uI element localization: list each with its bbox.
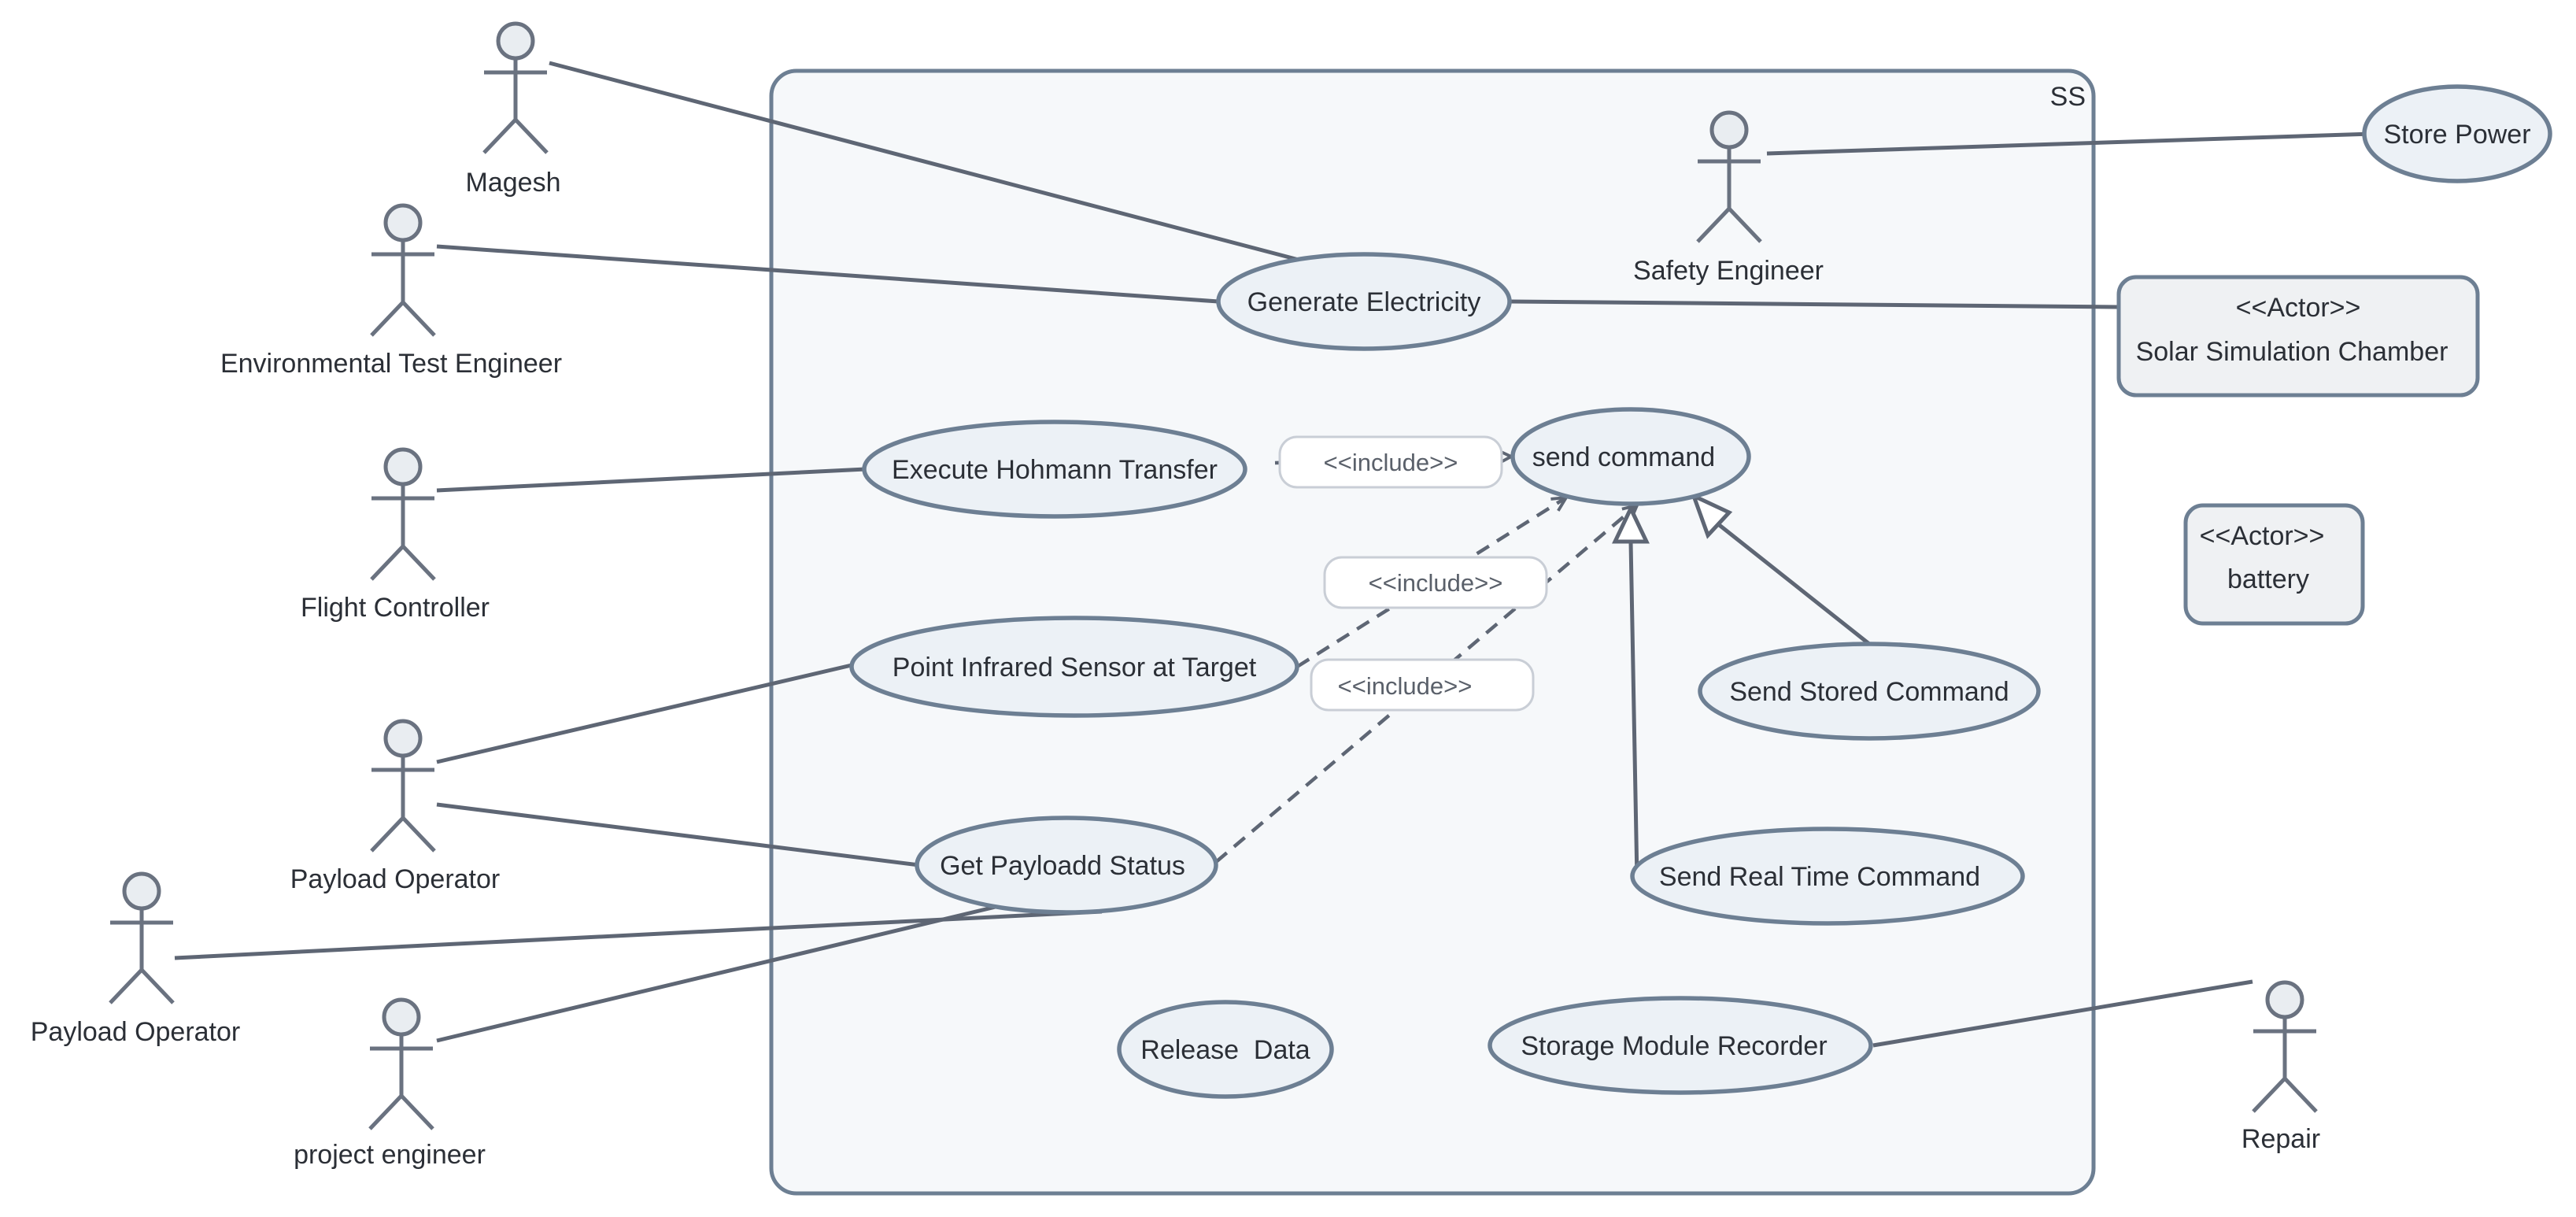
include-label-2: <<include>> (1323, 556, 1548, 609)
use-case-get-payload-status[interactable]: Get Payloadd Status (915, 816, 1218, 915)
assoc-generate-electricity-solar-chamber[interactable] (1510, 299, 2118, 309)
use-case-send-stored-command[interactable]: Send Stored Command (1698, 642, 2041, 741)
actor-safety-engineer[interactable]: Safety Engineer (1633, 110, 1824, 286)
use-case-label: Release Data (1140, 1035, 1310, 1065)
use-case-send-command[interactable]: send command (1510, 407, 1751, 506)
actor-label: Flight Controller (301, 593, 490, 623)
person-icon (2252, 980, 2318, 1113)
actor-payload-operator-2[interactable]: Payload Operator (31, 871, 241, 1047)
generalization-stored-send-command[interactable] (1716, 522, 1871, 645)
use-case-label: Store Power (2383, 120, 2530, 150)
generalization-realtime-send-command[interactable] (1628, 541, 1639, 881)
use-case-label: Storage Module Recorder (1521, 1031, 1827, 1061)
system-name: SS (2050, 82, 2086, 112)
actor-label: Magesh (466, 168, 561, 198)
actor-label: Payload Operator (31, 1017, 241, 1047)
use-case-store-power[interactable]: Store Power (2362, 84, 2552, 183)
include-label: <<include>> (1338, 672, 1473, 700)
person-icon (1696, 110, 1762, 243)
actor-stereotype: <<Actor>> (2236, 293, 2361, 323)
use-case-execute-hohmann-transfer[interactable]: Execute Hohmann Transfer (862, 420, 1247, 519)
person-icon (370, 719, 436, 853)
use-case-generate-electricity[interactable]: Generate Electricity (1216, 252, 1512, 351)
person-icon (368, 997, 434, 1130)
actor-label: Payload Operator (290, 864, 501, 894)
use-case-send-real-time-command[interactable]: Send Real Time Command (1630, 827, 2025, 926)
use-case-label: Generate Electricity (1247, 287, 1481, 317)
actor-label: project engineer (294, 1140, 486, 1170)
assoc-magesh-generate-electricity[interactable] (549, 61, 1299, 262)
include-payload-status-send-command[interactable] (1214, 505, 1637, 864)
assoc-storage-recorder-repair[interactable] (1872, 979, 2253, 1048)
actor-magesh[interactable]: Magesh (466, 21, 561, 198)
person-icon (370, 203, 436, 337)
actor-flight-controller[interactable]: Flight Controller (301, 447, 490, 623)
actor-repair[interactable]: Repair (2242, 980, 2320, 1154)
generalization-arrowhead (1612, 504, 1650, 544)
use-case-label: Point Infrared Sensor at Target (893, 653, 1257, 682)
actor-label: battery (2227, 564, 2309, 594)
person-icon (370, 447, 436, 581)
assoc-env-engineer-generate-electricity[interactable] (436, 244, 1219, 304)
assoc-flight-controller-hohmann[interactable] (436, 467, 867, 493)
use-case-label: Get Payloadd Status (940, 851, 1185, 881)
use-case-storage-module-recorder[interactable]: Storage Module Recorder (1488, 996, 1873, 1095)
include-label: <<include>> (1324, 449, 1458, 476)
use-case-point-infrared-sensor[interactable]: Point Infrared Sensor at Target (849, 616, 1299, 718)
person-icon (482, 21, 549, 154)
actor-label: Environmental Test Engineer (220, 349, 562, 379)
assoc-payload-operator-payload-status[interactable] (436, 802, 920, 867)
actor-payload-operator[interactable]: Payload Operator (290, 719, 501, 894)
assoc-safety-engineer-store-power[interactable] (1766, 131, 2373, 156)
association-lines (174, 61, 2373, 1048)
generalization-arrowhead (1690, 492, 1733, 539)
actor-project-engineer[interactable]: project engineer (294, 997, 486, 1170)
actor-label: Repair (2242, 1124, 2320, 1154)
actor-battery[interactable]: <<Actor>> battery (2183, 503, 2365, 626)
use-case-label: Send Real Time Command (1659, 862, 1980, 892)
assoc-payload-operator-infrared[interactable] (436, 663, 852, 764)
actor-label: Safety Engineer (1633, 256, 1824, 286)
include-label-3: <<include>> (1310, 658, 1535, 712)
person-icon (109, 871, 175, 1004)
use-case-label: Execute Hohmann Transfer (892, 455, 1218, 485)
actor-solar-simulation-chamber[interactable]: <<Actor>> Solar Simulation Chamber (2116, 275, 2480, 398)
include-infrared-send-command[interactable] (1295, 498, 1566, 668)
use-case-label: send command (1532, 442, 1715, 472)
assoc-project-engineer-payload-status[interactable] (436, 904, 996, 1043)
actor-label: Solar Simulation Chamber (2136, 337, 2448, 367)
actor-environmental-test-engineer[interactable]: Environmental Test Engineer (220, 203, 562, 379)
generalization-links (1612, 492, 1871, 881)
include-label: <<include>> (1369, 569, 1503, 597)
include-label-1: <<include>> (1278, 435, 1503, 489)
use-case-release-data[interactable]: Release Data (1117, 1000, 1334, 1099)
use-case-label: Send Stored Command (1729, 677, 2009, 707)
actor-stereotype: <<Actor>> (2200, 521, 2325, 551)
